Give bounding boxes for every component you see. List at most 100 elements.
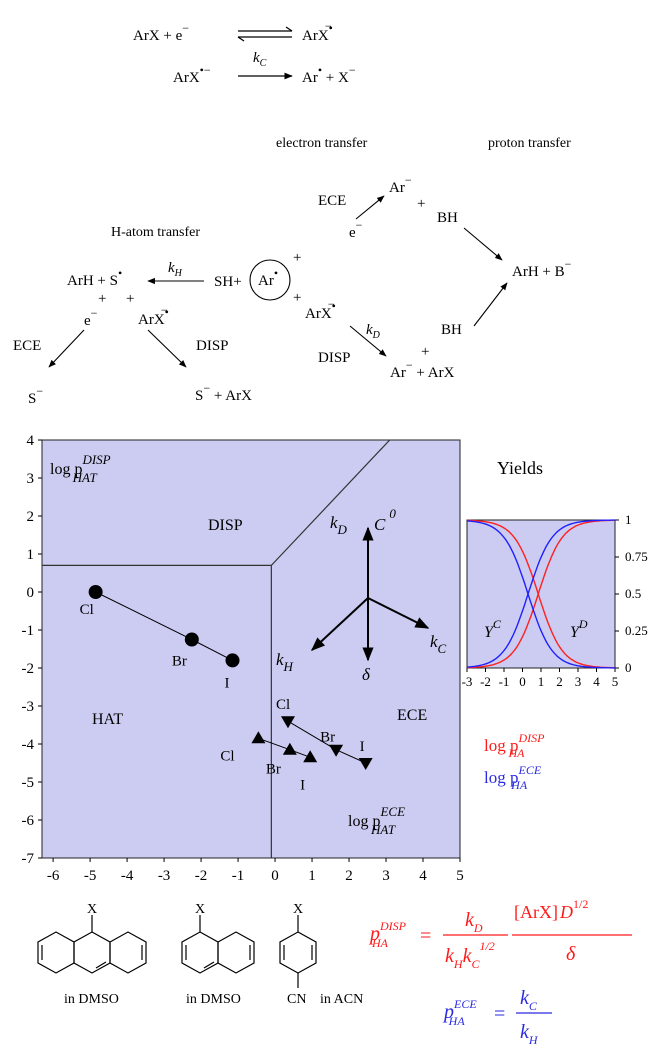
label-cn: CN <box>287 992 306 1007</box>
point-label: I <box>225 675 230 691</box>
yields-x-tick-label: -1 <box>499 674 510 689</box>
y-tick-label: 0 <box>27 585 35 601</box>
label-disp-right: DISP <box>318 350 351 366</box>
label-yd: YD <box>570 617 588 641</box>
ar-minus-top: Ar− <box>389 173 412 196</box>
eq2-right: Ar• + X− <box>302 63 356 86</box>
eq-disp-num2: [ArX]D1/2 <box>514 897 588 922</box>
axis-kd-label: kD <box>330 513 348 537</box>
point-label: Br <box>320 730 335 746</box>
label-ece-top: ECE <box>318 193 346 209</box>
yields-x-tick-label: 5 <box>612 674 619 689</box>
plus-sign: + <box>293 250 301 266</box>
x-tick-label: 3 <box>382 868 390 884</box>
plus-sign: + <box>421 344 429 360</box>
label-x-benzonitrile: X <box>293 902 303 917</box>
axis-delta-label: δ <box>362 665 371 684</box>
aryl-radical-circle <box>249 259 291 301</box>
yield-curve-blue-rising <box>466 519 615 668</box>
arrow-ece-top <box>355 195 385 220</box>
zone-boundaries <box>42 439 391 858</box>
yields-y-tick-label: 0.75 <box>625 549 648 564</box>
eq1-right: ArX•− <box>302 19 333 44</box>
eq-ece-num: kC <box>520 987 538 1013</box>
e-minus-left: e− <box>84 306 98 329</box>
arx-radical-anion-mid: ArX•− <box>305 297 336 322</box>
point-label: I <box>360 739 365 755</box>
plus-sign: + <box>417 196 425 212</box>
eq-ece-equals: = <box>494 1003 505 1025</box>
aryl-radical: Ar• <box>258 266 278 289</box>
x-tick-label: 1 <box>308 868 316 884</box>
yields-x-tick-label: 0 <box>519 674 526 689</box>
yields-y-tick-label: 0.5 <box>625 586 641 601</box>
x-tick-label: 4 <box>419 868 427 884</box>
label-electron-transfer: electron transfer <box>276 136 368 151</box>
point-label: Br <box>266 762 281 778</box>
anthracene-structure <box>37 915 147 974</box>
arrow-disp-left <box>147 329 187 368</box>
eq1-left: ArX + e− <box>133 21 189 44</box>
marker-triangle-up <box>303 750 318 763</box>
point-label: Cl <box>220 748 234 764</box>
bh-top: BH <box>437 210 458 226</box>
yield-curve-blue-falling <box>466 520 615 669</box>
boundary-diagonal <box>270 439 391 566</box>
arrow-bh-top <box>463 227 503 261</box>
label-disp-left: DISP <box>196 338 229 354</box>
marker-triangle-up <box>251 731 266 744</box>
axis-kh-arrow <box>310 597 369 651</box>
yields-x-tick-label: 3 <box>575 674 582 689</box>
y-tick-label: -4 <box>22 737 35 753</box>
axis-kc-label: kC <box>430 632 447 656</box>
label-x-naphthalene: X <box>195 902 205 917</box>
x-tick-label: 0 <box>271 868 279 884</box>
plus-sign: + <box>126 291 134 307</box>
structure-labels: X X X CN in DMSO in DMSO in ACN <box>64 902 363 1007</box>
reaction-scheme: ArX + e− ArX•− ArX•− kC Ar• + X− electro… <box>13 19 572 407</box>
kh-rate: kH <box>168 260 183 279</box>
axis-kh-label: kH <box>276 650 294 674</box>
label-proton-transfer: proton transfer <box>488 136 571 151</box>
x-tick-label: -2 <box>195 868 208 884</box>
marker-circle <box>225 653 240 668</box>
zone-label-hat: HAT <box>92 711 123 728</box>
structures <box>37 915 317 988</box>
marker-triangle-down <box>358 758 373 770</box>
yields-x-tick-label: -3 <box>462 674 473 689</box>
yields-x-tick-label: 2 <box>556 674 563 689</box>
axis-kc-arrow <box>367 597 430 629</box>
eq-disp-den1: kHkC1/2 <box>445 939 495 971</box>
label-x-anthracene: X <box>87 902 97 917</box>
x-tick-label: -6 <box>47 868 60 884</box>
zone-label-ece: ECE <box>397 707 427 724</box>
y-tick-label: -2 <box>22 661 35 677</box>
yields-y-tick-label: 0.25 <box>625 623 648 638</box>
yields-title: Yields <box>497 458 543 478</box>
sh-reagent: SH+ <box>214 274 242 290</box>
marker-triangle-down <box>329 744 344 757</box>
y-tick-label: -5 <box>22 775 35 791</box>
eq-disp-den2: δ <box>566 943 576 965</box>
yields-x-tick-label: -2 <box>480 674 491 689</box>
label-h-atom-transfer: H-atom transfer <box>111 225 200 240</box>
eq-disp-num1: kD <box>465 909 483 935</box>
point-label: Br <box>172 654 187 670</box>
y-tick-label: 1 <box>27 547 35 563</box>
eq-disp-equals: = <box>420 925 431 947</box>
eq2-rate-constant: kC <box>253 50 267 69</box>
yields-background <box>466 519 616 669</box>
yields-curves <box>466 519 616 669</box>
y-tick-label: -1 <box>22 623 35 639</box>
arrow-bh-bottom <box>473 282 508 327</box>
